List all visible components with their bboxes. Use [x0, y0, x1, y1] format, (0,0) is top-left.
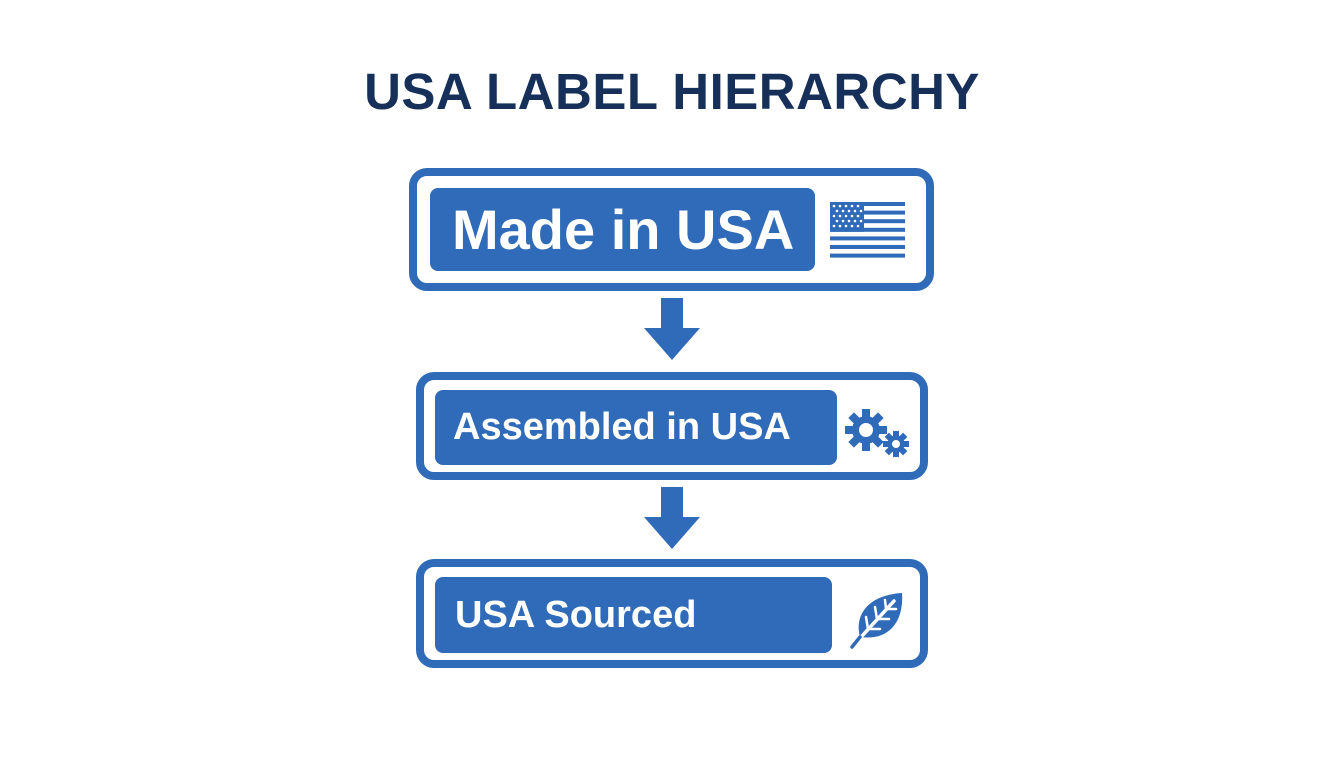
level-usa-sourced: USA Sourced [416, 559, 928, 668]
leaf-icon [850, 593, 903, 649]
level-assembled-in-usa: Assembled in USA [416, 372, 928, 480]
diagram-title: USA LABEL HIERARCHY [364, 63, 980, 120]
level-made-in-usa: Made in USA [409, 168, 934, 291]
down-arrow-icon [644, 298, 700, 360]
level-label: Made in USA [430, 188, 815, 271]
down-arrow-icon [644, 487, 700, 549]
level-label: USA Sourced [435, 577, 832, 653]
american-flag-icon [830, 202, 905, 258]
level-label: Assembled in USA [435, 390, 837, 465]
gears-icon [845, 409, 909, 457]
